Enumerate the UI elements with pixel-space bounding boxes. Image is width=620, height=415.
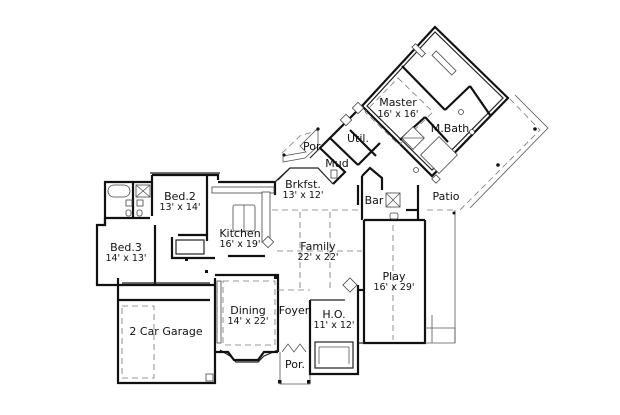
room-bed2: Bed.2 13' x 14' — [159, 190, 200, 213]
room-dining-name: Dining — [230, 304, 266, 317]
room-family-dims: 22' x 22' — [297, 252, 338, 263]
room-m-bath-name: M.Bath — [431, 122, 470, 135]
room-util: Util. — [347, 132, 369, 145]
room-bed2-dims: 13' x 14' — [159, 202, 200, 213]
room-patio-name: Patio — [433, 190, 460, 203]
room-kitchen: Kitchen 16' x 19' — [219, 227, 260, 250]
room-play-dims: 16' x 29' — [373, 282, 414, 293]
room-brkfst-dims: 13' x 12' — [282, 190, 323, 201]
room-por-side: Por. — [303, 140, 323, 153]
room-ho: H.O. 11' x 12' — [313, 308, 354, 331]
room-bed2-name: Bed.2 — [164, 190, 196, 203]
room-master-dims: 16' x 16' — [377, 109, 418, 120]
room-por-front: Por. — [285, 358, 305, 371]
room-brkfst: Brkfst. 13' x 12' — [282, 178, 323, 201]
room-bar: Bar — [365, 194, 384, 207]
room-kitchen-name: Kitchen — [219, 227, 260, 240]
room-kitchen-dims: 16' x 19' — [219, 239, 260, 250]
room-bed3: Bed.3 14' x 13' — [105, 241, 146, 264]
room-foyer: Foyer — [279, 304, 310, 317]
util-mud-area — [281, 101, 381, 185]
room-family-name: Family — [300, 240, 336, 253]
room-master-name: Master — [379, 96, 417, 109]
room-play-name: Play — [383, 270, 406, 283]
room-patio: Patio — [433, 190, 460, 203]
room-mud-name: Mud — [325, 157, 348, 170]
main-walls — [95, 166, 456, 385]
room-ho-name: H.O. — [322, 308, 345, 321]
room-bed3-dims: 14' x 13' — [105, 253, 146, 264]
room-por-front-name: Por. — [285, 358, 305, 371]
room-ho-dims: 11' x 12' — [313, 320, 354, 331]
room-dining-dims: 14' x 22' — [227, 316, 268, 327]
room-bar-name: Bar — [365, 194, 384, 207]
room-mud: Mud — [325, 157, 348, 170]
master-wing — [360, 25, 549, 211]
room-brkfst-name: Brkfst. — [285, 178, 321, 191]
room-family: Family 22' x 22' — [297, 240, 338, 263]
room-foyer-name: Foyer — [279, 304, 310, 317]
room-play: Play 16' x 29' — [373, 270, 414, 293]
room-labels: Master 16' x 16' M.Bath Util. Por. Mud B… — [105, 96, 469, 371]
room-garage: 2 Car Garage — [129, 325, 202, 338]
room-master: Master 16' x 16' — [377, 96, 418, 120]
room-garage-name: 2 Car Garage — [129, 325, 202, 338]
room-dining: Dining 14' x 22' — [227, 304, 268, 327]
room-por-side-name: Por. — [303, 140, 323, 153]
room-m-bath: M.Bath — [431, 122, 470, 135]
room-util-name: Util. — [347, 132, 369, 145]
room-bed3-name: Bed.3 — [110, 241, 142, 254]
